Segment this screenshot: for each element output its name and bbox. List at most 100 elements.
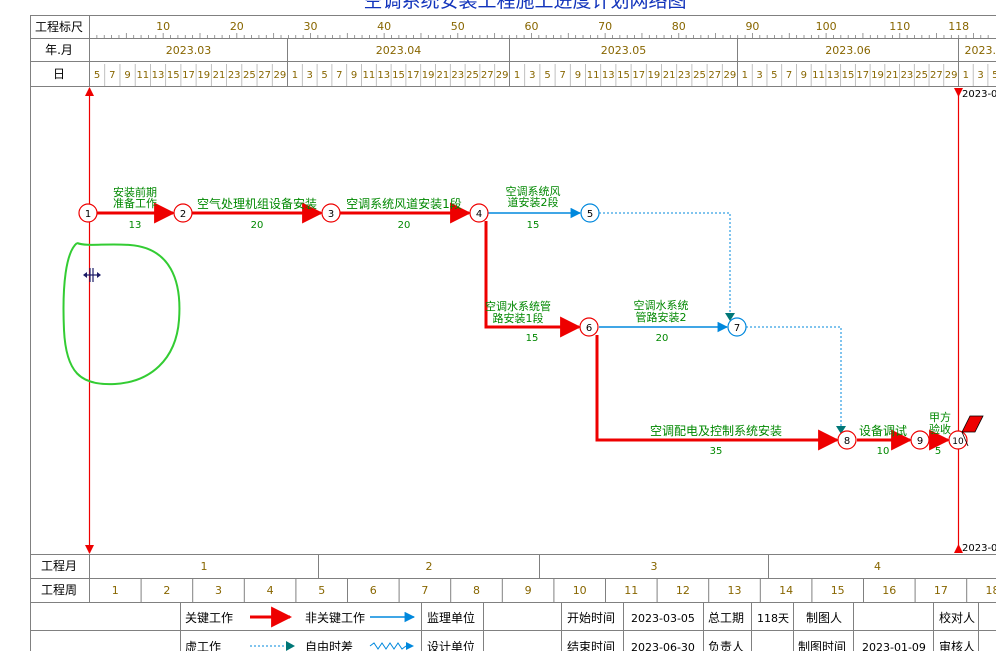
day-label: 5 (94, 70, 100, 81)
activity-duration-3-4: 20 (398, 220, 411, 231)
day-label: 23 (228, 70, 241, 81)
end-time-label: 结束时间 (567, 640, 615, 651)
scale-mark-label: 80 (672, 20, 686, 33)
project-week-label: 11 (624, 584, 638, 597)
node-7[interactable]: 7 (727, 317, 747, 337)
day-label: 25 (243, 70, 256, 81)
day-label: 5 (992, 70, 996, 81)
scale-mark-label: 100 (816, 20, 837, 33)
dummy-arrow-head-5-7 (725, 313, 735, 321)
activity-name-8-9: 设备调试 (859, 423, 907, 438)
project-week-label: 3 (215, 584, 222, 597)
manager-label: 负责人 (708, 640, 744, 651)
day-label: 15 (392, 70, 405, 81)
start-time-value: 2023-03-05 (631, 612, 695, 625)
legend-noncritical-label: 非关键工作 (305, 611, 365, 625)
day-label: 23 (451, 70, 464, 81)
node-2[interactable]: 2 (173, 203, 193, 223)
activity-name-3-4: 空调系统风道安装1段 (346, 196, 462, 211)
frame-border (30, 15, 996, 651)
nodes: 1 2 3 4 5 6 7 (78, 203, 968, 450)
node-4-label: 4 (476, 209, 482, 220)
day-label: 7 (336, 70, 342, 81)
project-week-label: 5 (318, 584, 325, 597)
supervisor-label: 监理单位 (427, 610, 475, 625)
node-9[interactable]: 9 (910, 430, 930, 450)
activity-labels: 安装前期 准备工作 13 空气处理机组设备安装 20 空调系统风道安装1段 20… (113, 184, 951, 457)
scale-mark-label: 60 (524, 20, 538, 33)
day-label: 13 (152, 70, 165, 81)
day-label: 7 (786, 70, 792, 81)
activity-arrow-6-8[interactable] (595, 335, 840, 451)
legend-info-table: 关键工作 非关键工作 监理单位 虚工作 自由时差 设计单位 开始时间 2023-… (30, 602, 996, 651)
project-week-label: 17 (934, 584, 948, 597)
end-line-top-arrow (954, 88, 963, 97)
drawer-label: 制图人 (806, 611, 842, 625)
day-label: 17 (407, 70, 420, 81)
activity-name-9-10-line2: 验收 (929, 422, 951, 436)
day-label: 17 (632, 70, 645, 81)
design-label: 设计单位 (427, 639, 475, 651)
node-5[interactable]: 5 (580, 203, 600, 223)
scale-mark-label: 30 (303, 20, 317, 33)
activity-name-4-5-line1: 空调系统风 (506, 184, 561, 198)
node-6[interactable]: 6 (579, 317, 599, 337)
activity-name-9-10-line1: 甲方 (929, 410, 951, 424)
day-label: 11 (587, 70, 600, 81)
scale-mark-label: 20 (230, 20, 244, 33)
start-line-bottom-arrow (85, 545, 94, 554)
day-row-label: 日 (53, 67, 65, 81)
project-week-row: 123456789101112131415161718 (112, 578, 996, 602)
draw-time-value: 2023-01-09 (862, 641, 926, 651)
reviewer-label: 审核人 (939, 639, 975, 651)
day-label: 25 (466, 70, 479, 81)
day-label: 17 (856, 70, 869, 81)
legend-dummy-arrow-head (286, 641, 295, 651)
activity-duration-6-8: 35 (710, 446, 723, 457)
day-label: 13 (377, 70, 390, 81)
day-label: 9 (351, 70, 357, 81)
activity-duration-6-7: 20 (656, 333, 669, 344)
month-label: 2023.04 (376, 44, 422, 57)
node-4[interactable]: 4 (469, 203, 489, 223)
node-5-label: 5 (587, 209, 593, 220)
activity-duration-4-5: 15 (527, 220, 540, 231)
activity-arrow-4-6[interactable] (484, 221, 582, 338)
activity-duration-2-3: 20 (251, 220, 264, 231)
project-month-label: 2 (426, 560, 433, 573)
node-10[interactable]: 10 (948, 430, 968, 450)
month-label: 2023.06 (825, 44, 871, 57)
dummy-arrow-5-7[interactable] (599, 212, 731, 317)
project-month-label: 3 (651, 560, 658, 573)
total-duration-label: 总工期 (708, 611, 744, 625)
scale-mark-label: 70 (598, 20, 612, 33)
activity-duration-9-10: 5 (935, 446, 941, 457)
day-label: 15 (842, 70, 855, 81)
node-1[interactable]: 1 (78, 203, 98, 223)
month-label: 2023.03 (166, 44, 212, 57)
project-week-label: 9 (525, 584, 532, 597)
scale-row-label: 工程标尺 (35, 19, 83, 34)
day-label: 21 (663, 70, 676, 81)
day-label: 7 (560, 70, 566, 81)
project-week-label: 18 (986, 584, 996, 597)
day-label: 27 (930, 70, 943, 81)
activity-name-6-7-line2: 管路安装2 (636, 310, 687, 324)
draw-time-label: 制图时间 (798, 640, 846, 651)
day-label: 13 (827, 70, 840, 81)
day-label: 3 (307, 70, 313, 81)
node-2-label: 2 (180, 209, 186, 220)
activity-duration-8-9: 10 (877, 446, 890, 457)
node-8[interactable]: 8 (837, 430, 857, 450)
day-label: 1 (292, 70, 298, 81)
start-line-top-arrow (85, 87, 94, 96)
dummy-arrow-7-8[interactable] (746, 326, 842, 430)
day-label: 3 (977, 70, 983, 81)
day-label: 3 (529, 70, 535, 81)
day-label: 7 (109, 70, 115, 81)
node-3[interactable]: 3 (321, 203, 341, 223)
